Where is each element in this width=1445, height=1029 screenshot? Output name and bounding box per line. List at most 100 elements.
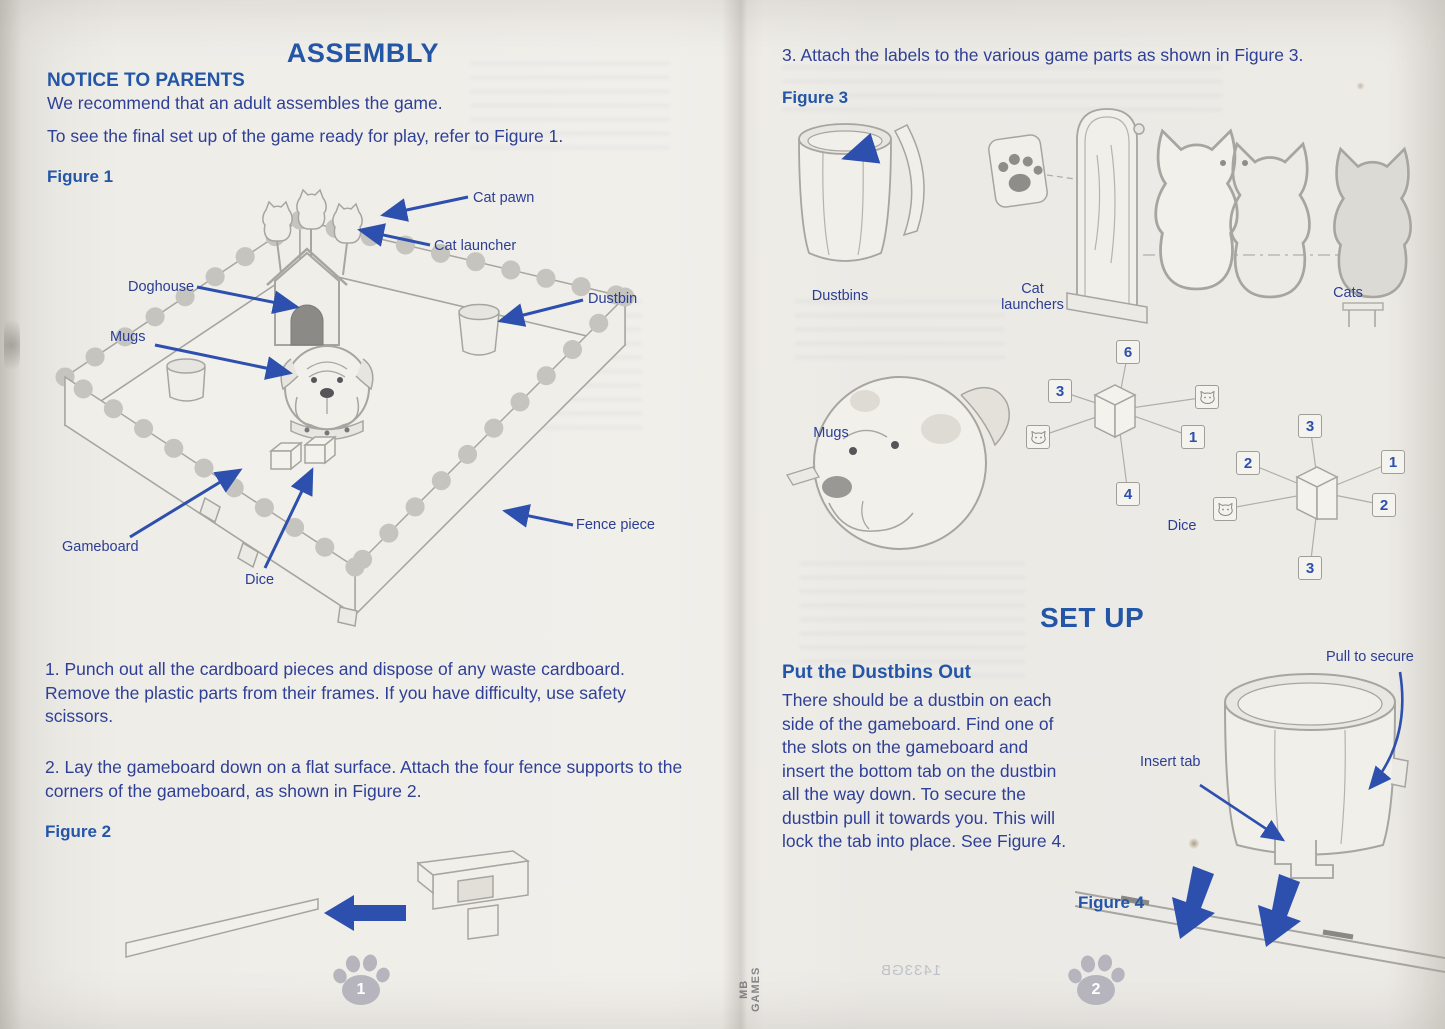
fence-supports — [199, 496, 358, 627]
die-label-square: 2 — [1236, 451, 1260, 475]
board-slot — [1120, 895, 1150, 906]
die-label-square: 3 — [1298, 556, 1322, 580]
product-code-ghost: 1433GB — [880, 962, 942, 979]
step3-text: 3. Attach the labels to the various game… — [782, 45, 1304, 65]
figure1: Cat pawn Cat launcher Doghouse Mugs Dust… — [35, 175, 695, 645]
fig3-dice-cubes — [1093, 384, 1339, 521]
die-label-square: 2 — [1372, 493, 1396, 517]
figure1-label: Figure 1 — [47, 167, 114, 186]
die-label-square-cat — [1213, 497, 1237, 521]
arrow-cat-launcher — [357, 223, 431, 247]
fence-wall-front-left — [64, 375, 356, 617]
spine-text: MB GAMES — [738, 966, 762, 1012]
die-label-square: 4 — [1116, 482, 1140, 506]
arrow-fence-piece — [502, 504, 574, 528]
page-number-paw: 1 — [328, 948, 392, 1010]
doghouse-figure — [266, 247, 348, 346]
die-label-square: 1 — [1381, 450, 1405, 474]
callout-dice: Dice — [245, 572, 275, 588]
step1-text: 1. Punch out all the cardboard pieces an… — [45, 659, 626, 726]
figure4-label: Figure 4 — [1078, 893, 1145, 912]
arrow-doghouse — [196, 285, 300, 315]
launcher-post — [342, 242, 348, 276]
fig4-dustbin — [1224, 673, 1409, 879]
callout-insert-tab: Insert tab — [1140, 754, 1201, 770]
fig3-dustbin — [798, 123, 925, 262]
step2-text: 2. Lay the gameboard down on a flat surf… — [45, 757, 683, 801]
figure3-drawing — [786, 108, 1412, 569]
arrow-dustbin — [497, 298, 584, 327]
fig3-cat-launcher — [988, 108, 1148, 324]
die-label-square: 3 — [1048, 379, 1072, 403]
fence-support-piece — [416, 850, 531, 940]
figure2-drawing — [125, 850, 531, 958]
dustbin-piece — [458, 303, 500, 356]
callout-mugs: Mugs — [110, 329, 146, 345]
push-arrow — [1258, 874, 1301, 947]
caption-cat-launchers: Cat launchers — [1001, 281, 1064, 313]
cat-face-icon — [1030, 430, 1046, 444]
board-slot — [1322, 929, 1354, 940]
dog-figure — [280, 345, 374, 441]
arrow-cat-pawn — [380, 195, 469, 222]
callout-cat-pawn: Cat pawn — [473, 190, 535, 206]
callout-gameboard: Gameboard — [62, 539, 139, 555]
cat-pawn-figure — [332, 203, 363, 244]
arrow-insert-tab — [1199, 783, 1286, 842]
page-number-paw: 2 — [1063, 948, 1127, 1010]
cat-pawn-figure — [262, 201, 293, 242]
fig3-dog-head — [786, 376, 1010, 550]
notice-paragraph-1: We recommend that an adult assembles the… — [47, 93, 443, 113]
arrow-gameboard — [129, 468, 243, 539]
dustbins-body: There should be a dustbin on each side o… — [782, 690, 1067, 851]
figure4-drawing — [1075, 671, 1445, 973]
dustbins-heading: Put the Dustbins Out — [782, 662, 971, 683]
caption-dice: Dice — [1167, 518, 1197, 534]
die-label-square: 1 — [1181, 425, 1205, 449]
caption-mugs: Mugs — [813, 425, 849, 441]
left-page: ASSEMBLY NOTICE TO PARENTS We recommend … — [35, 38, 695, 1010]
die-label-square: 6 — [1116, 340, 1140, 364]
notice-heading: NOTICE TO PARENTS — [47, 70, 245, 91]
gameboard-edge — [125, 898, 319, 958]
callout-doghouse: Doghouse — [128, 279, 195, 295]
notice-paragraph-2: To see the final set up of the game read… — [47, 126, 564, 146]
fence-scallops — [345, 287, 635, 577]
figure2 — [118, 835, 548, 970]
figure3-label: Figure 3 — [782, 88, 849, 107]
callout-dustbin: Dustbin — [588, 291, 638, 307]
setup-heading: SET UP — [1040, 602, 1145, 633]
cat-pawn-figure — [296, 189, 327, 230]
callout-fence-piece: Fence piece — [576, 517, 655, 533]
figure1-drawing — [55, 189, 635, 627]
dice-figures — [268, 435, 338, 471]
figure3: 6 3 1 4 3 1 2 3 2 Dustbins Cat launchers… — [745, 95, 1445, 595]
cat-face-icon — [1217, 502, 1233, 516]
die-label-square-cat — [1026, 425, 1050, 449]
paw-icon — [1068, 954, 1125, 1005]
page-number: 1 — [356, 981, 366, 998]
figure4 — [1075, 640, 1445, 980]
push-arrow — [1172, 866, 1215, 939]
launcher-post — [276, 240, 282, 274]
fence-scallops — [55, 367, 365, 577]
right-page: 3. Attach the labels to the various game… — [745, 0, 1445, 1029]
figure2-label: Figure 2 — [45, 822, 112, 841]
fig3-cats — [1143, 129, 1412, 327]
paw-icon — [333, 954, 390, 1005]
arrow-dice — [263, 467, 314, 569]
page-title: ASSEMBLY — [286, 38, 440, 68]
callout-cat-launcher: Cat launcher — [434, 238, 517, 254]
cat-face-icon — [1199, 390, 1215, 404]
callout-pull-to-secure: Pull to secure — [1326, 649, 1414, 665]
gameboard-line — [1075, 905, 1445, 973]
die-label-square-cat — [1195, 385, 1219, 409]
die-label-square: 3 — [1298, 414, 1322, 438]
arrow-mugs — [154, 343, 293, 380]
caption-dustbins: Dustbins — [811, 288, 869, 304]
caption-cats: Cats — [1333, 285, 1363, 301]
arrow-pull-to-secure — [1368, 671, 1404, 790]
fence-scallops — [55, 210, 310, 387]
page-number: 2 — [1091, 981, 1101, 998]
